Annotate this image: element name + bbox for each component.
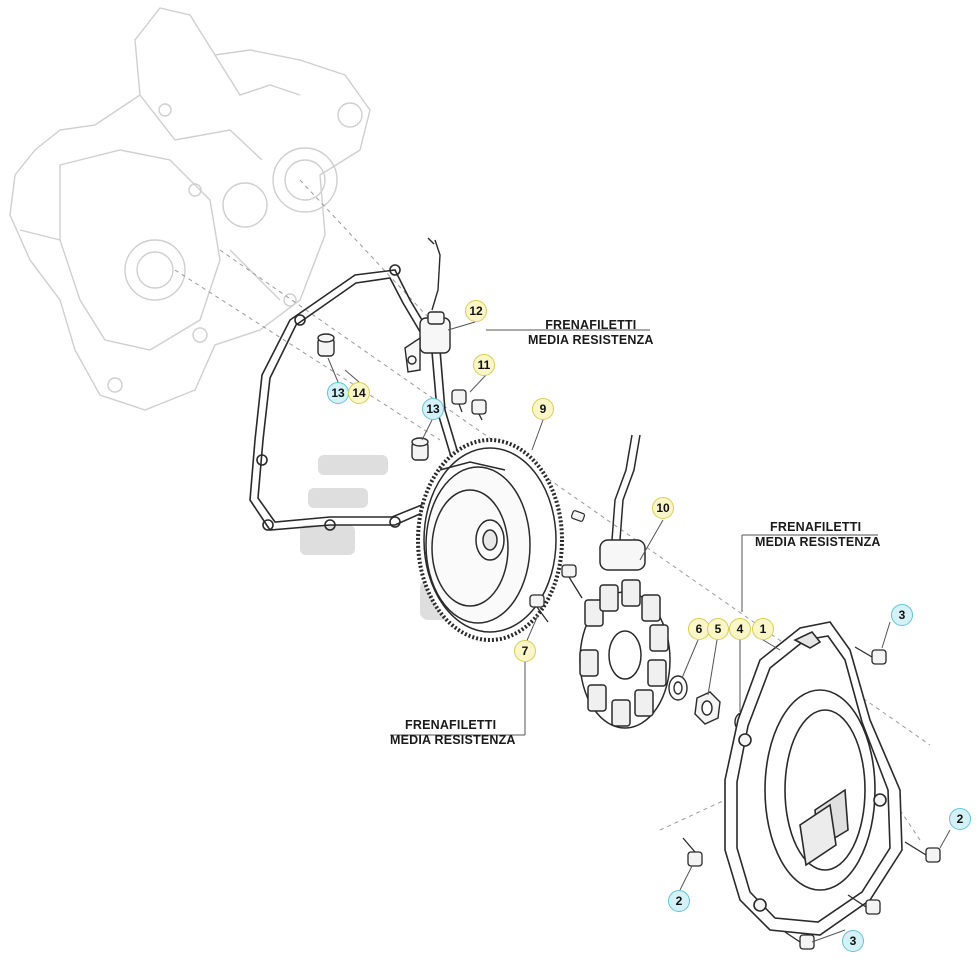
- pickup-sensor: [404, 237, 451, 373]
- callout-3-upper[interactable]: 3: [891, 604, 913, 626]
- sensor-screws: [451, 389, 487, 421]
- note-bottom-line1: FRENAFILETTI: [405, 718, 497, 732]
- note-right-line2: MEDIA RESISTENZA: [755, 535, 881, 549]
- threadlocker-note-bottom: FRENAFILETTI MEDIA RESISTENZA: [390, 718, 516, 748]
- stator: [579, 434, 671, 729]
- flywheel: [416, 438, 564, 642]
- callout-4[interactable]: 4: [729, 618, 751, 640]
- callout-10[interactable]: 10: [652, 497, 674, 519]
- callout-7[interactable]: 7: [514, 640, 536, 662]
- dowel-pins: [317, 333, 429, 461]
- callout-3-lower[interactable]: 3: [842, 930, 864, 952]
- leader-lines: [327, 321, 951, 943]
- callout-11[interactable]: 11: [473, 354, 495, 376]
- callout-1[interactable]: 1: [752, 618, 774, 640]
- threadlocker-note-top: FRENAFILETTI MEDIA RESISTENZA: [528, 318, 654, 348]
- callout-6[interactable]: 6: [688, 618, 710, 640]
- ignition-cover: [724, 621, 903, 936]
- callout-13-upper[interactable]: 13: [327, 382, 349, 404]
- callout-2-right[interactable]: 2: [949, 808, 971, 830]
- crankcase-outline: [9, 7, 371, 411]
- callout-9[interactable]: 9: [532, 398, 554, 420]
- callout-14[interactable]: 14: [348, 382, 370, 404]
- callout-12[interactable]: 12: [465, 300, 487, 322]
- note-top-line1: FRENAFILETTI: [545, 318, 637, 332]
- stator-bolts: [529, 564, 583, 623]
- woodruff-key: [570, 510, 586, 522]
- cover-bolts: [682, 646, 941, 950]
- threadlocker-note-right: FRENAFILETTI MEDIA RESISTENZA: [755, 520, 881, 550]
- callout-2-left[interactable]: 2: [668, 890, 690, 912]
- note-right-line1: FRENAFILETTI: [770, 520, 862, 534]
- callout-13-lower[interactable]: 13: [422, 398, 444, 420]
- note-top-line2: MEDIA RESISTENZA: [528, 333, 654, 347]
- note-bottom-line2: MEDIA RESISTENZA: [390, 733, 516, 747]
- callout-5[interactable]: 5: [707, 618, 729, 640]
